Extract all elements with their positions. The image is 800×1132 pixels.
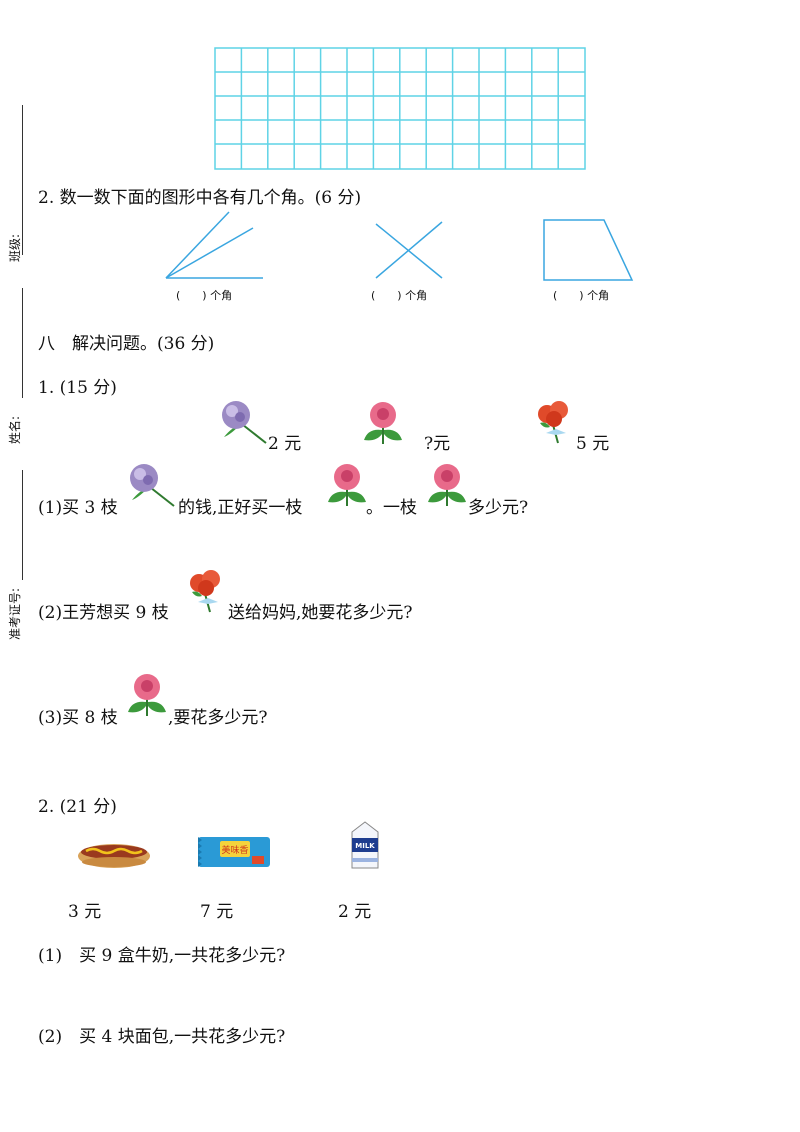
sub-question-1-part-a: (1)买 3 枝 [38,498,118,518]
sub-question-2-part-a: (2)王芳想买 9 枝 [38,603,169,623]
angle-count-1: ( ) 个角 [176,289,233,302]
problem-2-title: 2. (21 分) [38,797,117,817]
biscuit-pack-icon: 美味香 [198,837,270,867]
trapezoid-figure [543,219,634,281]
sidebar-line-1 [22,105,23,255]
sidebar-line-2 [22,288,23,398]
pink-flower-icon [364,402,402,444]
sub-question-1-part-c: 。一枝 [366,498,417,518]
sub-question-3-part-b: ,要花多少元? [168,708,268,728]
purple-flower-price: 2 元 [268,434,302,454]
purple-flower-icon [222,401,267,444]
problem-2-sub-question-1: (1) 买 9 盒牛奶,一共花多少元? [38,946,286,966]
name-label: 姓名: [8,415,22,444]
exam-id-label: 准考证号: [8,587,22,640]
sub-question-2-part-b: 送给妈妈,她要花多少元? [228,603,413,623]
angle-figure-2 [375,221,443,279]
red-flower-icon [538,401,568,444]
problem-1-title: 1. (15 分) [38,378,117,398]
pink-flower-price: ?元 [424,434,451,454]
biscuit-brand-text: 美味香 [221,844,248,856]
milk-carton-icon: MILK [351,821,379,869]
pink-flower-icon [328,464,366,506]
sub-question-1-part-b: 的钱,正好买一枝 [178,498,303,518]
sub-question-3-part-a: (3)买 8 枝 [38,708,118,728]
pink-flower-icon [428,464,466,506]
purple-flower-icon [130,464,175,507]
sidebar-line-3 [22,470,23,580]
class-label: 班级: [8,233,22,262]
angle-count-3: ( ) 个角 [553,289,610,302]
biscuit-price: 7 元 [200,902,234,922]
problem-2-sub-question-2: (2) 买 4 块面包,一共花多少元? [38,1027,286,1047]
drawing-grid [214,47,586,170]
red-flower-price: 5 元 [576,434,610,454]
sub-question-1-part-d: 多少元? [468,498,529,518]
red-flower-icon [190,570,220,613]
angle-count-2: ( ) 个角 [371,289,428,302]
pink-flower-icon [128,674,166,716]
hotdog-icon [78,844,150,868]
section-8-title: 八 解决问题。(36 分) [38,334,215,354]
question-2-title: 2. 数一数下面的图形中各有几个角。(6 分) [38,188,362,208]
milk-price: 2 元 [338,902,372,922]
hotdog-price: 3 元 [68,902,102,922]
milk-label-text: MILK [355,842,375,850]
angle-figure-1 [165,211,263,279]
